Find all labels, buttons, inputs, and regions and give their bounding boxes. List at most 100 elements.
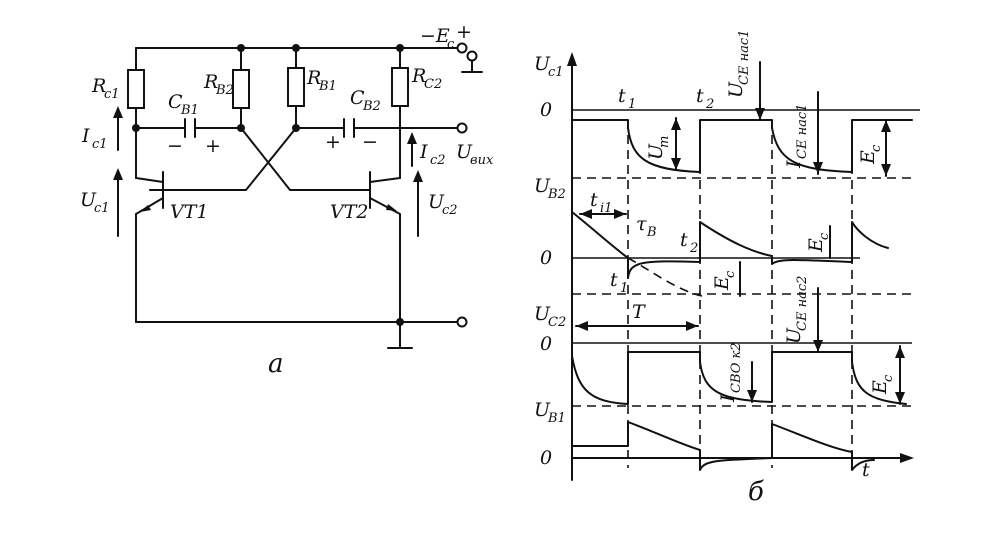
uc1-axis-label: U bbox=[534, 53, 551, 75]
ub1-axis-label: U bbox=[534, 399, 551, 421]
svg-text:C2: C2 bbox=[424, 77, 442, 92]
cb2-plus: + bbox=[325, 131, 341, 153]
svg-text:CE нас1: CE нас1 bbox=[737, 30, 752, 85]
svg-text:m: m bbox=[657, 136, 672, 148]
svg-text:B2: B2 bbox=[547, 187, 566, 202]
cb1-label: C bbox=[168, 91, 183, 113]
svg-text:C2: C2 bbox=[548, 315, 566, 330]
ti1-label: t bbox=[590, 189, 598, 211]
ub2-zero: 0 bbox=[540, 247, 552, 269]
t2-label: t bbox=[696, 85, 704, 107]
uc2-waveform bbox=[571, 351, 907, 405]
svg-text:c: c bbox=[723, 270, 738, 278]
svg-text:CBO к2: CBO к2 bbox=[729, 342, 744, 393]
time-axis-label: t bbox=[862, 459, 870, 481]
ub1-zero: 0 bbox=[540, 447, 552, 469]
svg-text:c: c bbox=[447, 37, 455, 52]
svg-text:c: c bbox=[817, 232, 832, 240]
resistor-rc1 bbox=[127, 69, 145, 109]
multivibrator-schematic: −E c + R c1 R B2 R B1 R C2 C B1 C B2 − +… bbox=[80, 21, 494, 379]
supply-terminal bbox=[456, 42, 468, 54]
t1-label-b: t bbox=[610, 269, 618, 291]
ec-label-1: E bbox=[857, 150, 879, 165]
svg-text:B2: B2 bbox=[362, 99, 381, 114]
tau-label: τ bbox=[636, 213, 647, 235]
svg-text:1: 1 bbox=[628, 97, 636, 112]
supply-label: −E bbox=[420, 25, 450, 47]
svg-text:c2: c2 bbox=[430, 153, 446, 168]
uc1-zero: 0 bbox=[540, 99, 552, 121]
svg-text:B1: B1 bbox=[318, 79, 337, 94]
cb1-plus: + bbox=[205, 135, 221, 157]
svg-text:i1: i1 bbox=[600, 201, 612, 216]
resistor-rc2 bbox=[391, 67, 409, 107]
rc1-label: R bbox=[91, 75, 106, 97]
bottom-terminal bbox=[456, 316, 468, 328]
svg-text:c1: c1 bbox=[92, 137, 108, 152]
svg-text:c2: c2 bbox=[442, 203, 458, 218]
uc1-label: U bbox=[80, 189, 97, 211]
ec-label-2: E bbox=[711, 276, 733, 291]
svg-text:1: 1 bbox=[620, 281, 628, 296]
cross-link-b2 bbox=[240, 127, 371, 191]
vt2-label: VT2 bbox=[330, 201, 368, 223]
svg-text:c1: c1 bbox=[104, 87, 120, 102]
svg-text:c: c bbox=[881, 374, 896, 382]
ub2-projection bbox=[627, 257, 703, 297]
svg-text:c: c bbox=[869, 144, 884, 152]
svg-text:2: 2 bbox=[689, 241, 698, 256]
ec-label-4: E bbox=[869, 380, 891, 395]
caption-a: a bbox=[268, 349, 284, 379]
svg-text:+: + bbox=[456, 21, 472, 43]
svg-text:CE нас2: CE нас2 bbox=[795, 276, 810, 331]
uout-label: U bbox=[456, 141, 473, 163]
um-label: U bbox=[645, 143, 667, 160]
resistor-rb2 bbox=[232, 69, 250, 109]
transistor-vt2 bbox=[369, 171, 401, 341]
ub1-waveform bbox=[571, 421, 875, 471]
capacitor-cb1 bbox=[184, 118, 196, 138]
svg-text:B: B bbox=[646, 225, 657, 240]
cb1-minus: − bbox=[167, 135, 183, 157]
ground-symbol bbox=[387, 321, 413, 349]
svg-text:2: 2 bbox=[705, 97, 714, 112]
uc2-label: U bbox=[428, 191, 445, 213]
capacitor-cb2 bbox=[343, 118, 355, 138]
svg-text:B1: B1 bbox=[547, 411, 566, 426]
caption-b: б bbox=[748, 477, 764, 507]
rb2-label: R bbox=[203, 71, 218, 93]
vt1-label: VT1 bbox=[170, 201, 208, 223]
cross-link-b1 bbox=[162, 127, 297, 191]
svg-text:c1: c1 bbox=[548, 65, 564, 80]
svg-text:вих: вих bbox=[470, 153, 494, 168]
uc2-zero: 0 bbox=[540, 333, 552, 355]
icbo-label: I bbox=[717, 394, 739, 403]
period-label: T bbox=[632, 301, 646, 323]
transistor-vt1 bbox=[135, 171, 164, 323]
t2-label-b: t bbox=[680, 229, 688, 251]
ub2-waveform bbox=[571, 211, 889, 279]
uce-sat1-label: U bbox=[725, 81, 747, 98]
ub2-axis-label: U bbox=[534, 175, 551, 197]
cb2-label: C bbox=[350, 87, 365, 109]
uc2-axis-label: U bbox=[534, 303, 551, 325]
cb2-minus: − bbox=[362, 131, 378, 153]
supply-plus-terminal bbox=[466, 50, 478, 62]
resistor-rb1 bbox=[287, 67, 305, 107]
svg-text:CE нас1: CE нас1 bbox=[795, 104, 810, 159]
timing-diagram: U c1 U B2 U C2 U B1 0 0 0 0 t 1 t 2 t 1 … bbox=[534, 30, 920, 507]
rb1-label: R bbox=[306, 67, 321, 89]
t1-label: t bbox=[618, 85, 626, 107]
rc2-label: R bbox=[411, 65, 426, 87]
uce-sat2-label: U bbox=[783, 327, 805, 344]
ice-sat1-label: I bbox=[783, 160, 805, 169]
output-terminal bbox=[456, 122, 468, 134]
ic1-label: I bbox=[81, 125, 90, 147]
svg-text:B2: B2 bbox=[215, 83, 234, 98]
ec-label-3: E bbox=[805, 238, 827, 253]
ic2-label: I bbox=[419, 141, 428, 163]
svg-text:B1: B1 bbox=[180, 103, 199, 118]
svg-text:c1: c1 bbox=[94, 201, 110, 216]
supply-ground bbox=[461, 60, 483, 73]
